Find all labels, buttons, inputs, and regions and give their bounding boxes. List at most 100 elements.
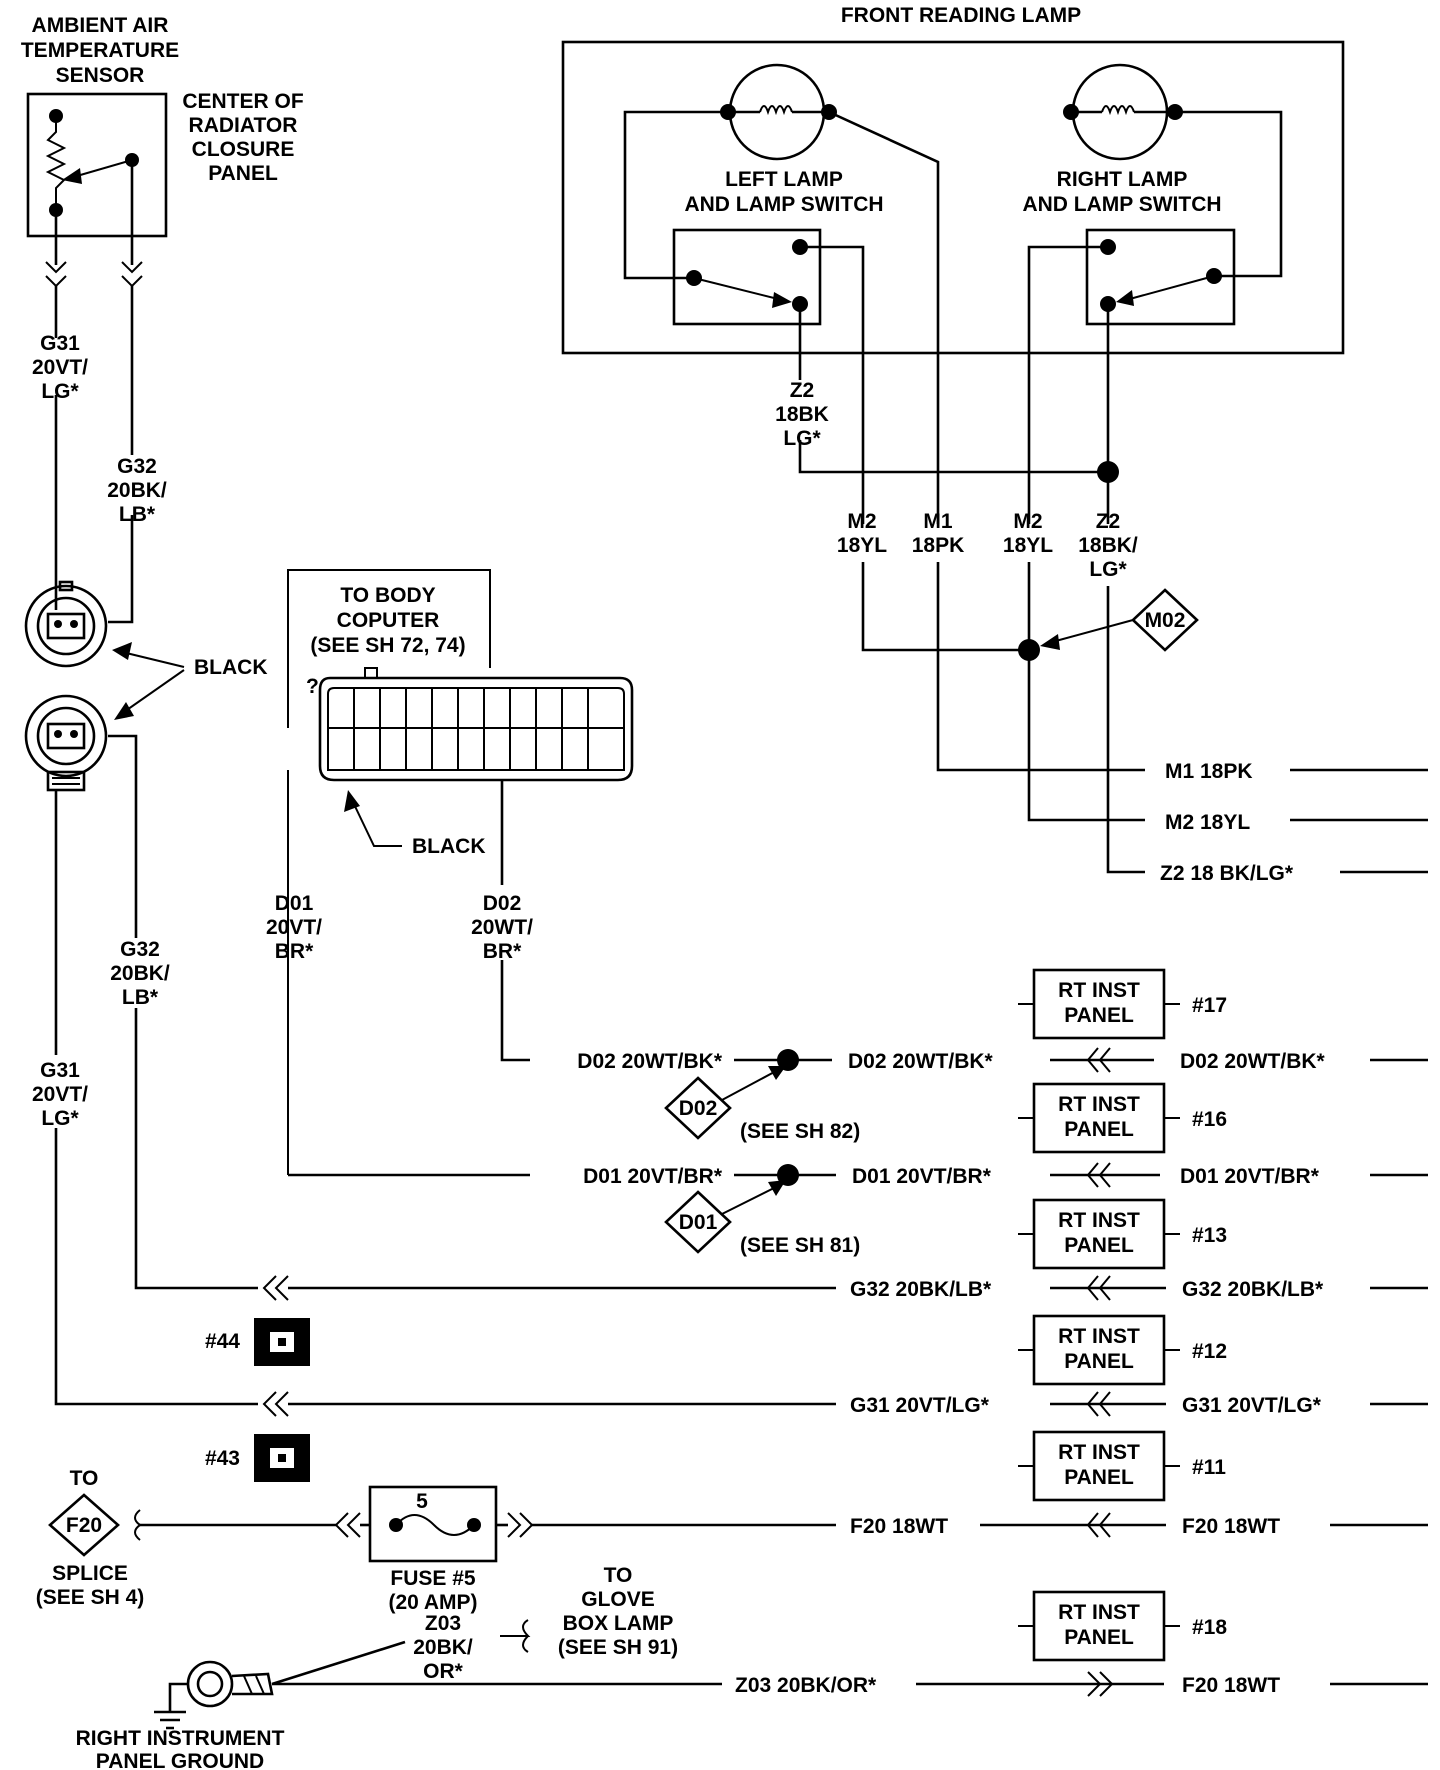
g31-connector-right	[1086, 1391, 1111, 1417]
d02-label-2: 20WT/	[471, 916, 533, 939]
d01-splice-marker	[664, 1180, 786, 1254]
d02-right-label: D02 20WT/BK*	[1180, 1050, 1326, 1073]
rt-inst-panel-18	[1018, 1590, 1180, 1662]
d02-left-label: D02 20WT/BK*	[577, 1050, 723, 1073]
rt-inst-panel-17	[1018, 968, 1180, 1040]
panel-18-line2: PANEL	[1064, 1626, 1134, 1649]
panel-13-line1: RT INST	[1058, 1209, 1140, 1232]
glove-box-label-2: GLOVE	[581, 1588, 655, 1611]
d02-label-3: BR*	[483, 940, 522, 963]
g32-connector-left	[262, 1275, 289, 1301]
d01-label-3: BR*	[275, 940, 314, 963]
ambient-air-temperature-sensor	[26, 92, 168, 238]
g32-mid-label-3: LB*	[122, 986, 159, 1009]
d02-splice-label: D02	[679, 1097, 718, 1120]
panel-12-line2: PANEL	[1064, 1350, 1134, 1373]
z03-label-1: Z03	[425, 1612, 461, 1635]
body-computer-title-2: COPUTER	[337, 609, 440, 632]
z03-connector-right	[1087, 1671, 1114, 1697]
body-computer-frame	[287, 569, 491, 728]
rt-inst-panel-12	[1018, 1314, 1180, 1386]
z2a-label-1: Z2	[790, 379, 815, 402]
g32-connector-symbol	[121, 261, 143, 288]
fuse-connector-left	[334, 1512, 361, 1538]
g32-mid-label-2: 20BK/	[110, 962, 170, 985]
g31-right-label: G31 20VT/LG*	[1182, 1394, 1322, 1417]
g31-label-2: 20VT/	[32, 356, 88, 379]
panel-18-line1: RT INST	[1058, 1601, 1140, 1624]
d01-right-label: D01 20VT/BR*	[1180, 1165, 1320, 1188]
m2b-label-1: M2	[1013, 510, 1042, 533]
panel-12-number: #12	[1192, 1340, 1227, 1363]
m2b-label-2: 18YL	[1003, 534, 1053, 557]
connector-black-label: BLACK	[194, 656, 268, 679]
g32-right-label: G32 20BK/LB*	[1182, 1278, 1324, 1301]
glove-box-label-3: BOX LAMP	[563, 1612, 674, 1635]
body-computer-title-1: TO BODY	[340, 584, 435, 607]
front-reading-lamp-box	[561, 40, 1345, 355]
d02-see-label: (SEE SH 82)	[740, 1120, 860, 1143]
panel-11-line2: PANEL	[1064, 1466, 1134, 1489]
panel-17-line2: PANEL	[1064, 1004, 1134, 1027]
left-lamp-label-2: AND LAMP SWITCH	[684, 193, 883, 216]
right-lamp	[1063, 63, 1183, 161]
d01-connector-symbol	[1086, 1162, 1111, 1188]
round-connector-lower	[24, 694, 108, 792]
body-computer-black-label: BLACK	[412, 835, 486, 858]
reading-lamp-title: FRONT READING LAMP	[841, 4, 1081, 27]
g31-mid-label-3: LG*	[41, 1107, 79, 1130]
panel-17-line1: RT INST	[1058, 979, 1140, 1002]
body-computer-arrow	[351, 799, 402, 847]
z03-mid-label: Z03 20BK/OR*	[735, 1674, 877, 1697]
g32-mid-label: G32 20BK/LB*	[850, 1278, 992, 1301]
panel-13-number: #13	[1192, 1224, 1227, 1247]
rt-inst-panel-11	[1018, 1430, 1180, 1502]
sensor-title-1: AMBIENT AIR	[32, 14, 169, 37]
ground-44-icon	[254, 1318, 310, 1366]
panel-16-line1: RT INST	[1058, 1093, 1140, 1116]
sensor-location-4: PANEL	[208, 162, 278, 185]
panel-13-line2: PANEL	[1064, 1234, 1134, 1257]
g32-label-3: LB*	[119, 503, 156, 526]
panel-16-line2: PANEL	[1064, 1118, 1134, 1141]
g31-mid-label-2: 20VT/	[32, 1083, 88, 1106]
black-arrow-lower	[123, 669, 185, 713]
g32-connector-right	[1086, 1275, 1111, 1301]
z2b-label-2: 18BK/	[1078, 534, 1138, 557]
d01-left-label: D01 20VT/BR*	[583, 1165, 723, 1188]
fuse-number: 5	[416, 1490, 428, 1513]
m1-label-1: M1	[923, 510, 952, 533]
m02-label: M02	[1145, 609, 1186, 632]
sensor-location-3: CLOSURE	[192, 138, 295, 161]
m2-out-label: M2 18YL	[1165, 811, 1250, 834]
g32-mid-label-1: G32	[120, 938, 160, 961]
ground-44-label: #44	[205, 1330, 240, 1353]
splice-f20-to: TO	[70, 1467, 99, 1490]
glove-box-branch	[500, 1619, 531, 1653]
sensor-location-2: RADIATOR	[189, 114, 298, 137]
panel-11-number: #11	[1192, 1456, 1226, 1479]
panel-16-number: #16	[1192, 1108, 1227, 1131]
panel-17-number: #17	[1192, 994, 1227, 1017]
z2a-label-3: LG*	[783, 427, 821, 450]
fuse-label-2: (20 AMP)	[388, 1591, 477, 1614]
splice-label-2: (SEE SH 4)	[36, 1586, 145, 1609]
f20-connector-right	[1086, 1512, 1111, 1538]
z03-label-3: OR*	[423, 1660, 464, 1683]
right-lamp-label-2: AND LAMP SWITCH	[1022, 193, 1221, 216]
ground-43-icon	[254, 1434, 310, 1482]
body-computer-title-3: (SEE SH 72, 74)	[310, 634, 465, 657]
left-lamp-label-1: LEFT LAMP	[725, 168, 843, 191]
z2b-label-1: Z2	[1096, 510, 1121, 533]
d01-splice-label: D01	[679, 1211, 718, 1234]
ground-label-2: PANEL GROUND	[96, 1750, 264, 1770]
z03-branch-wire	[271, 1640, 406, 1686]
f20-mid-label: F20 18WT	[850, 1515, 948, 1538]
f20-right2-label: F20 18WT	[1182, 1674, 1280, 1697]
d02-connector-symbol	[1086, 1047, 1111, 1073]
d01-see-label: (SEE SH 81)	[740, 1234, 860, 1257]
g31-mid-label-1: G31	[40, 1059, 80, 1082]
d01-label-1: D01	[275, 892, 314, 915]
right-lamp-label-1: RIGHT LAMP	[1057, 168, 1188, 191]
g31-label-3: LG*	[41, 380, 79, 403]
